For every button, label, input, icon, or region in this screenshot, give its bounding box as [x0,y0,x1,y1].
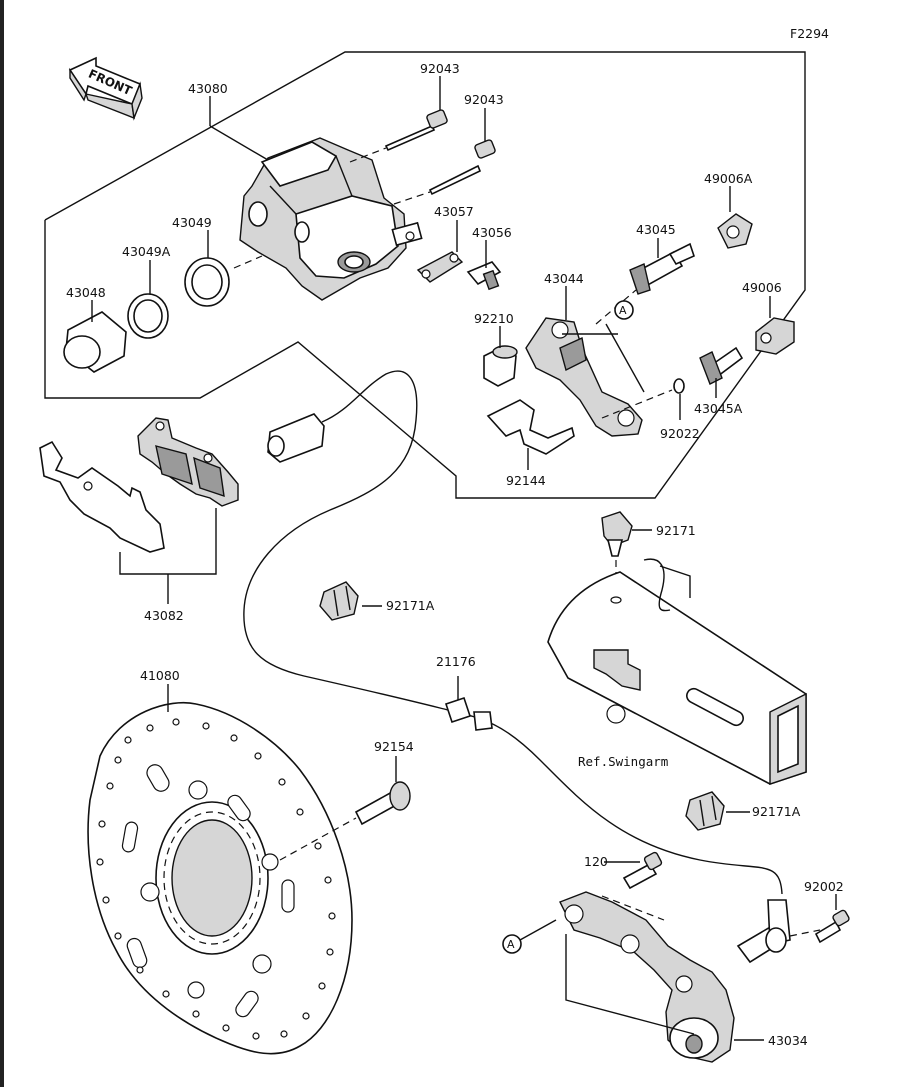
callout-92171A-top: 92171A [386,598,435,613]
callout-92002: 92002 [804,879,844,894]
callout-43056: 43056 [472,225,512,240]
callout-92022: 92022 [660,426,700,441]
callout-43082: 43082 [144,608,184,623]
caliper-body [239,137,423,301]
callout-92171A-bottom: 92171A [752,804,801,819]
callout-92043-b: 92043 [464,92,504,107]
piston-and-seals [63,255,263,373]
brake-pads [39,417,239,553]
callout-92210: 92210 [474,311,514,326]
disc-drill-holes [96,718,336,1040]
abs-sensor-bracket [559,891,735,1063]
caliper-leaders [91,76,771,470]
callout-92154: 92154 [374,739,414,754]
circlip [673,378,685,394]
sleeve [483,345,518,387]
pads-bracket-leader [119,508,217,604]
brake-disc [87,701,353,1055]
callout-43057: 43057 [434,204,474,219]
callout-43049A: 43049A [122,244,171,259]
caliper-bracket [525,317,643,437]
disc-bolt [279,756,411,861]
callout-41080: 41080 [140,668,180,683]
cable-clamp-bottom [685,791,750,831]
bracket-bolt [604,851,663,890]
callout-120: 120 [584,854,608,869]
swingarm-section: Ref.Swingarm [547,558,807,785]
callout-43045: 43045 [636,222,676,237]
cable-clip [601,511,652,600]
bleed-valve-and-cap [416,251,502,291]
callout-21176: 21176 [436,654,476,669]
abs-sensor-cable [243,370,783,895]
callout-43048: 43048 [66,285,106,300]
slide-pin-43045A [699,317,795,385]
pad-spring [486,399,575,455]
callout-43049: 43049 [172,215,212,230]
cable-clamp-top [319,581,382,621]
ref-marker-bottom: A [507,938,515,951]
callout-43034: 43034 [768,1033,808,1048]
abs-sensor-head [736,894,850,964]
ref-marker-top: A [619,304,627,317]
callout-92171: 92171 [656,523,696,538]
callout-49006A: 49006A [704,171,753,186]
callout-92144: 92144 [506,473,546,488]
slide-pin-bolts [349,109,496,205]
part-callouts: 43080 92043 92043 43057 43056 49006A 430… [66,61,844,1048]
front-arrow-icon: FRONT [68,56,143,121]
callout-43045A: 43045A [694,401,743,416]
callout-49006: 49006 [742,280,782,295]
caliper-assembly-frame [44,51,806,499]
callout-92043-a: 92043 [420,61,460,76]
disc-vent-slots [121,764,295,1018]
ref-swingarm-label: Ref.Swingarm [578,754,668,769]
callout-43044: 43044 [544,271,584,286]
bottom-bracket-leaders [519,895,764,1041]
callout-43080: 43080 [188,81,228,96]
figure-id: F2294 [790,26,829,41]
